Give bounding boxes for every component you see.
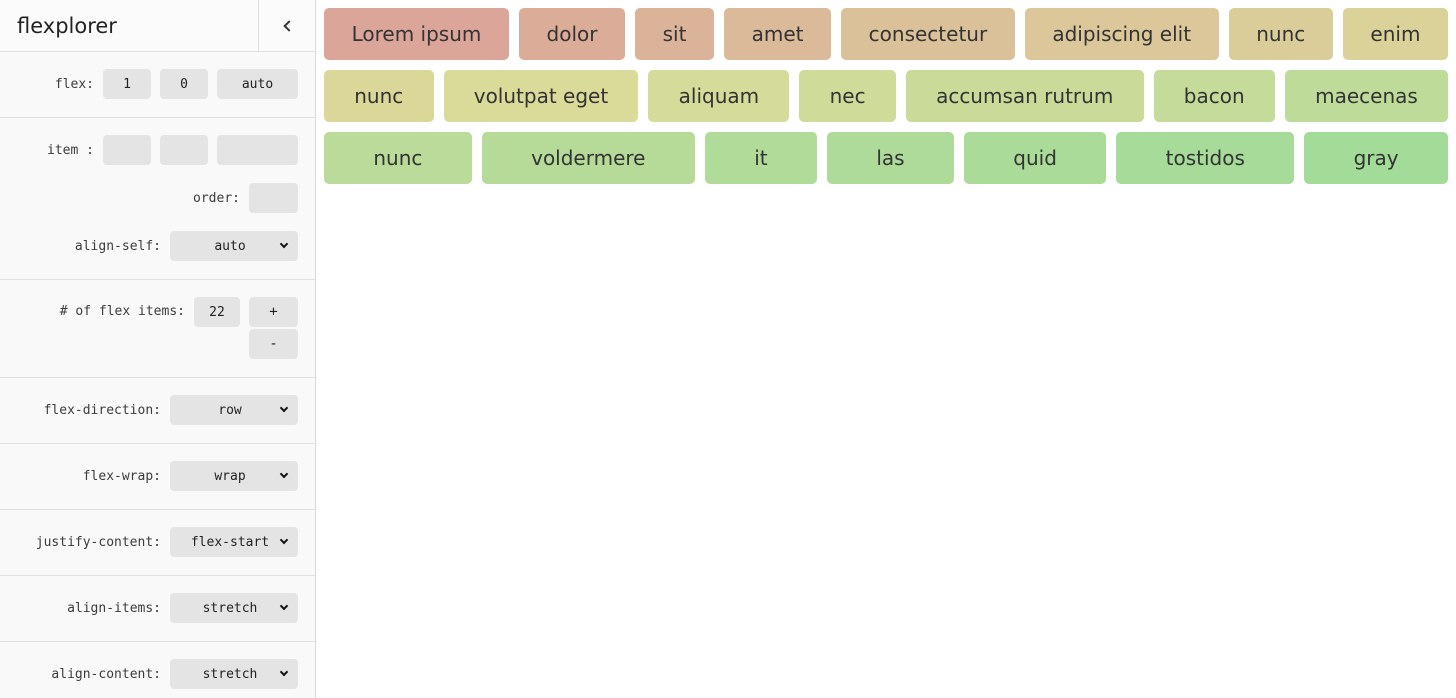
item-flex-grow-input[interactable]	[103, 135, 151, 165]
section-flex-wrap: flex-wrap: wrap	[0, 444, 315, 510]
sidebar-header: flexplorer	[0, 0, 315, 52]
section-align-items: align-items: stretch	[0, 576, 315, 642]
item-flex-basis-input[interactable]	[217, 135, 298, 165]
flex-label: flex:	[54, 76, 94, 92]
chevron-down-icon	[279, 239, 289, 249]
flex-item[interactable]: amet	[724, 8, 832, 60]
flex-item[interactable]: accumsan rutrum	[905, 70, 1144, 122]
align-items-select[interactable]: stretch	[170, 593, 298, 623]
flex-item[interactable]: gray	[1304, 132, 1448, 184]
flex-wrap-value: wrap	[214, 468, 246, 484]
flex-item[interactable]: maecenas	[1284, 70, 1449, 122]
item-label: item :	[47, 142, 94, 158]
sidebar: flexplorer flex: item : order: align-sel…	[0, 0, 316, 698]
flex-item[interactable]: it	[704, 132, 817, 184]
align-content-label: align-content:	[51, 666, 161, 682]
align-items-label: align-items:	[67, 600, 161, 616]
app-title: flexplorer	[17, 13, 117, 38]
section-justify-content: justify-content: flex-start	[0, 510, 315, 576]
flex-item[interactable]: nunc	[324, 132, 472, 184]
flex-shrink-input[interactable]	[160, 69, 208, 99]
flex-item[interactable]: enim	[1342, 8, 1449, 60]
chevron-down-icon	[279, 535, 289, 545]
order-input[interactable]	[249, 183, 298, 213]
flex-direction-label: flex-direction:	[43, 402, 161, 418]
flex-item[interactable]: sit	[635, 8, 715, 60]
flex-item[interactable]: Lorem ipsum	[324, 8, 509, 60]
section-item: item : order: align-self: auto	[0, 118, 315, 280]
align-content-select[interactable]: stretch	[170, 659, 298, 689]
align-items-value: stretch	[202, 600, 258, 616]
flex-wrap-label: flex-wrap:	[82, 468, 161, 484]
item-flex-shrink-input[interactable]	[160, 135, 208, 165]
chevron-left-icon	[282, 20, 295, 32]
section-item-count: # of flex items: + -	[0, 280, 315, 378]
flex-basis-input[interactable]	[217, 69, 298, 99]
flex-item[interactable]: consectetur	[841, 8, 1015, 60]
flex-item[interactable]: las	[826, 132, 954, 184]
flex-wrap-select[interactable]: wrap	[170, 461, 298, 491]
align-self-value: auto	[214, 238, 246, 254]
flex-item[interactable]: bacon	[1153, 70, 1275, 122]
count-stepper: + -	[249, 297, 298, 359]
remove-item-button[interactable]: -	[249, 329, 298, 359]
flex-item[interactable]: voldermere	[481, 132, 695, 184]
flex-items-count-input[interactable]	[194, 297, 240, 327]
chevron-down-icon	[279, 601, 289, 611]
section-flex: flex:	[0, 52, 315, 118]
justify-content-select[interactable]: flex-start	[170, 527, 298, 557]
align-content-value: stretch	[202, 666, 258, 682]
justify-content-value: flex-start	[190, 534, 270, 550]
sidebar-collapse-button[interactable]	[258, 0, 315, 52]
flex-items-count-label: # of flex items:	[59, 304, 185, 319]
section-align-content: align-content: stretch	[0, 642, 315, 698]
chevron-down-icon	[279, 667, 289, 677]
flex-direction-value: row	[218, 402, 242, 418]
flex-item[interactable]: aliquam	[648, 70, 790, 122]
flex-direction-select[interactable]: row	[170, 395, 298, 425]
flex-item[interactable]: adipiscing elit	[1024, 8, 1219, 60]
flex-item[interactable]: tostidos	[1116, 132, 1295, 184]
section-flex-direction: flex-direction: row	[0, 378, 315, 444]
flex-grow-input[interactable]	[103, 69, 151, 99]
align-self-select[interactable]: auto	[170, 231, 298, 261]
order-label: order:	[193, 190, 240, 206]
align-self-label: align-self:	[74, 238, 161, 254]
flex-item[interactable]: volutpat eget	[443, 70, 639, 122]
flex-item[interactable]: dolor	[518, 8, 626, 60]
add-item-button[interactable]: +	[249, 297, 298, 327]
flex-item[interactable]: nunc	[324, 70, 434, 122]
chevron-down-icon	[279, 403, 289, 413]
justify-content-label: justify-content:	[35, 534, 161, 550]
flex-item[interactable]: nunc	[1228, 8, 1333, 60]
flex-item[interactable]: nec	[799, 70, 896, 122]
chevron-down-icon	[279, 469, 289, 479]
flex-item[interactable]: quid	[963, 132, 1107, 184]
